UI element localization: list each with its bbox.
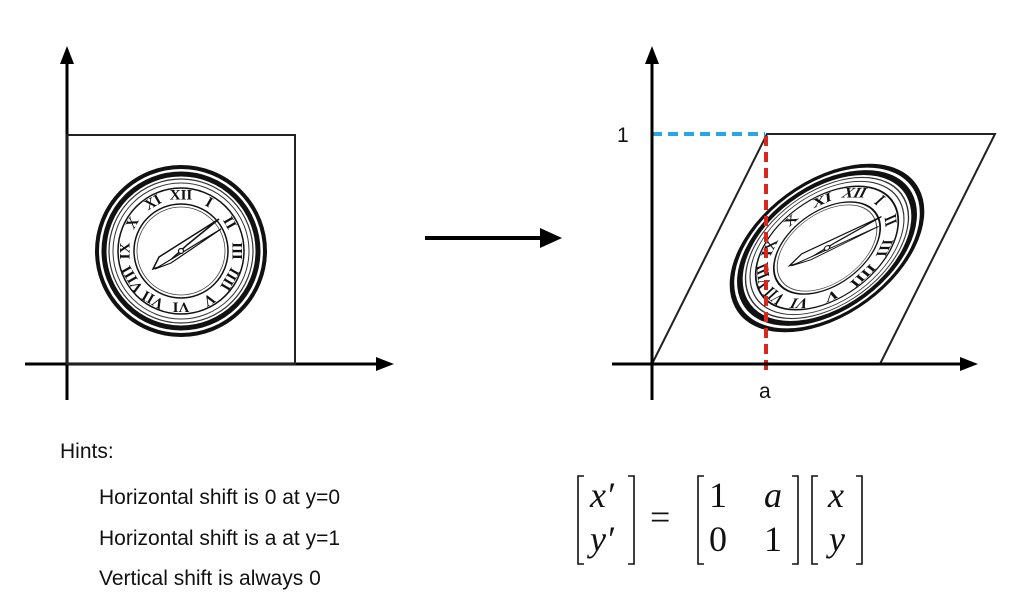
hint-item: Horizontal shift is 0 at y=0	[99, 486, 341, 509]
hint-item: Horizontal shift is a at y=1	[99, 527, 341, 550]
hints-title: Hints:	[60, 440, 114, 463]
matrix-cell: 0	[709, 519, 727, 559]
left-y-arrow-icon	[60, 46, 74, 64]
left-square	[66, 134, 296, 365]
equals-sign: =	[650, 497, 671, 537]
matrix-cell: a	[764, 475, 782, 515]
rhs-x: x	[828, 475, 844, 515]
matrix-cell: 1	[764, 519, 782, 559]
right-x-arrow-icon	[960, 357, 978, 371]
shear-equation	[577, 475, 863, 565]
matrix-cell: 1	[709, 475, 727, 515]
left-x-arrow-icon	[376, 357, 394, 371]
right-y-arrow-icon	[645, 46, 659, 64]
x-tick-label: a	[759, 380, 771, 403]
lhs-x-prime: x′	[590, 475, 614, 515]
rhs-y: y	[829, 519, 845, 559]
hint-item: Vertical shift is always 0	[99, 567, 321, 590]
right-arrow-icon	[540, 228, 562, 248]
transform-arrow	[425, 228, 562, 248]
left-clock-icon	[97, 167, 265, 335]
right-panel	[612, 46, 997, 400]
y-tick-label: 1	[617, 124, 629, 147]
lhs-y-prime: y′	[590, 519, 614, 559]
left-panel	[25, 46, 394, 400]
